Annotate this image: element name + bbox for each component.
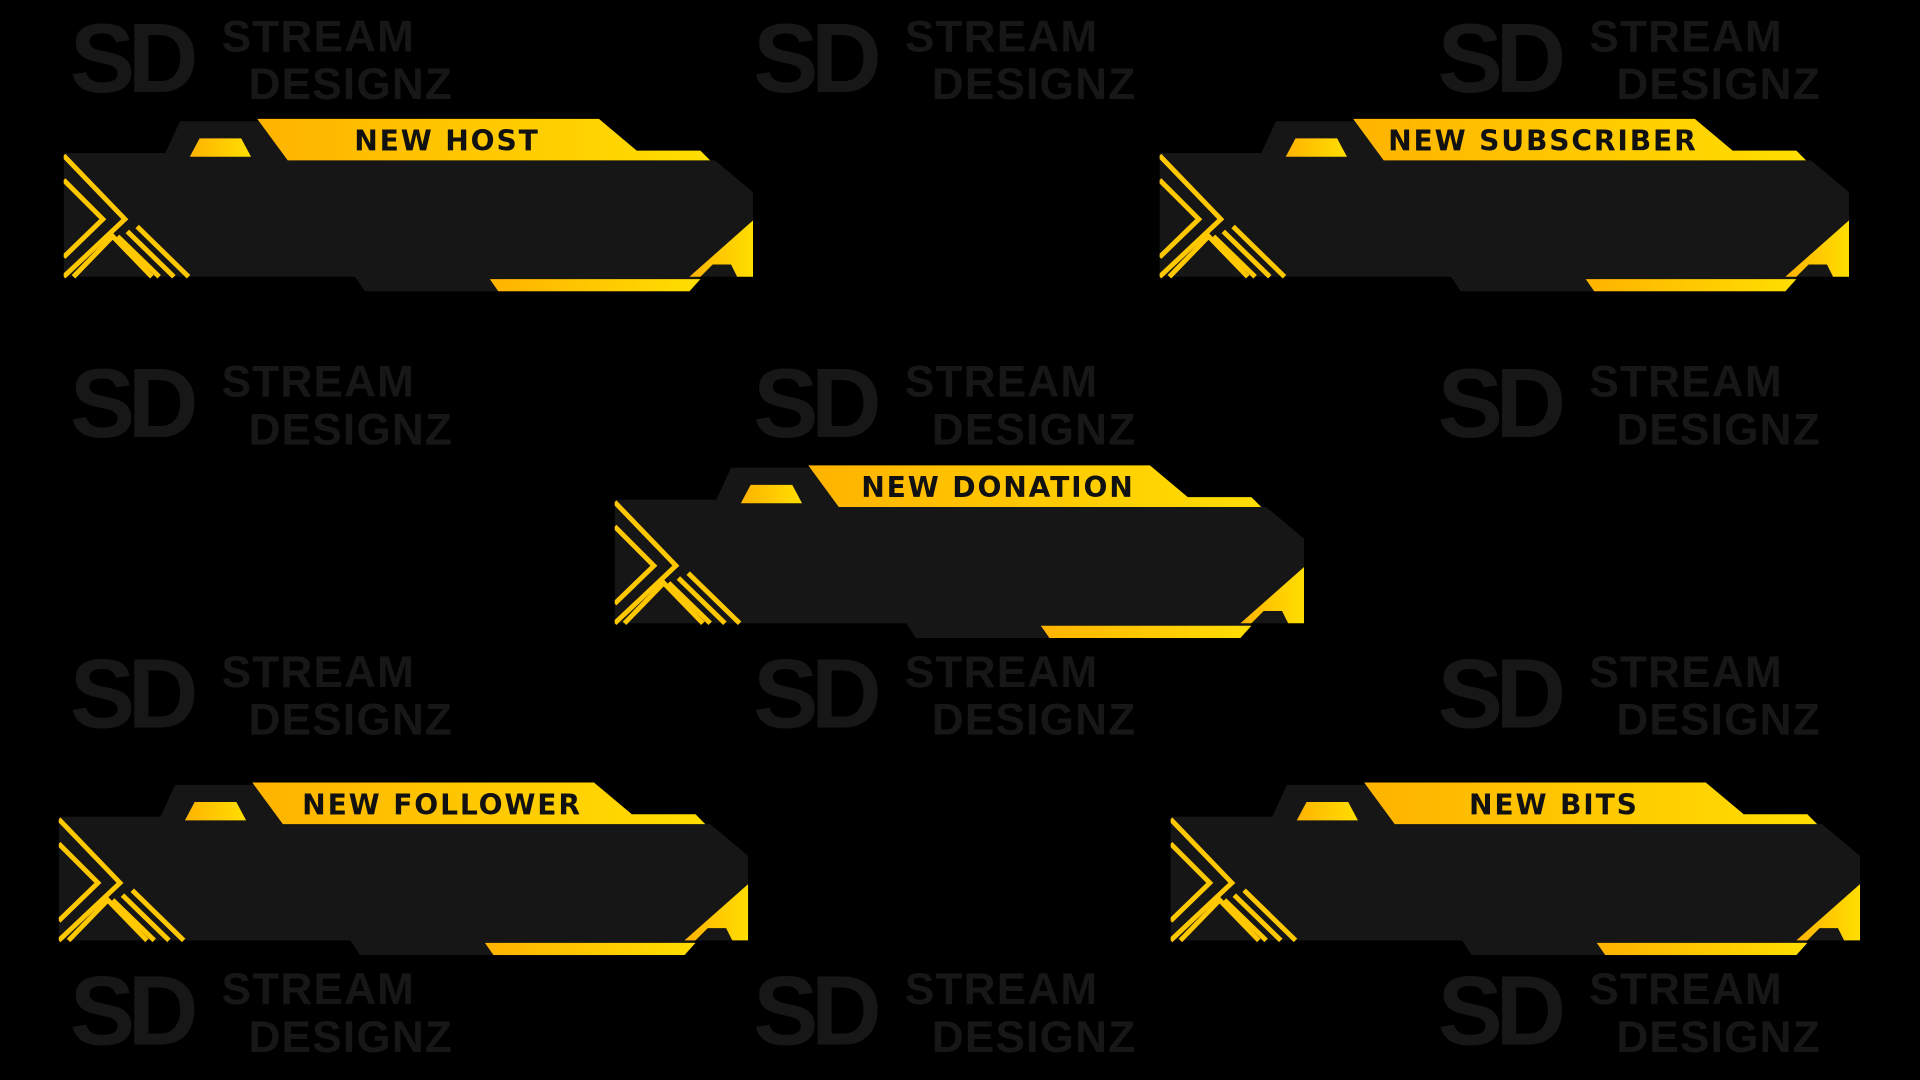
banner-frame [614,465,1305,638]
alert-title: NEW BITS [1468,789,1639,822]
alert-title: NEW DONATION [861,472,1135,505]
watermark-text: SD [69,956,199,1066]
banner-frame [1159,118,1849,292]
watermark-text: STREAM [221,963,416,1014]
watermark-text: STREAM [1589,11,1783,62]
alert-banner-follower: NEW FOLLOWER [58,782,749,956]
watermark-text: SD [753,348,882,458]
alert-banner-host: NEW HOST [63,118,754,292]
watermark-text: DESIGNZ [248,58,454,109]
watermark-text: SD [1437,3,1567,113]
banner-frame [63,118,754,292]
watermark-text: STREAM [221,11,416,62]
watermark-text: SD [753,956,882,1066]
watermark-text: DESIGNZ [1616,404,1821,455]
watermark-text: STREAM [1589,963,1783,1014]
banner-frame [1170,782,1861,956]
watermark-text: DESIGNZ [931,58,1137,109]
watermark-text: DESIGNZ [1616,1011,1821,1062]
watermark-text: DESIGNZ [1616,694,1821,745]
alert-banner-donation: NEW DONATION [614,465,1305,638]
watermark-text: SD [69,348,199,458]
watermark-text: SD [1437,639,1567,749]
watermark-text: DESIGNZ [248,404,454,455]
alert-title: NEW FOLLOWER [302,789,582,822]
watermark-text: DESIGNZ [248,694,454,745]
alert-banner-bits: NEW BITS [1170,782,1861,956]
watermark-text: DESIGNZ [248,1011,454,1062]
watermark-text: STREAM [221,356,416,407]
alert-title: NEW HOST [354,126,540,158]
watermark-text: STREAM [221,646,416,697]
alert-banner-subscriber: NEW SUBSCRIBER [1159,118,1849,292]
watermark-text: DESIGNZ [931,1011,1137,1062]
watermark-text: DESIGNZ [931,404,1137,455]
watermark-text: SD [69,3,199,113]
watermark-text: SD [1437,956,1567,1066]
watermark-text: STREAM [904,963,1099,1014]
watermark-text: STREAM [1589,356,1783,407]
watermark-text: STREAM [904,646,1099,697]
banner-frame [58,782,749,956]
alert-title: NEW SUBSCRIBER [1388,126,1698,158]
watermark-text: DESIGNZ [1616,58,1821,109]
watermark-text: SD [69,639,199,749]
watermark-text: STREAM [904,11,1099,62]
watermark-text: STREAM [1589,646,1783,697]
watermark-text: SD [1437,348,1567,458]
watermark-text: DESIGNZ [931,694,1137,745]
watermark-text: SD [753,639,882,749]
watermark-text: SD [753,3,882,113]
watermark-text: STREAM [904,356,1099,407]
